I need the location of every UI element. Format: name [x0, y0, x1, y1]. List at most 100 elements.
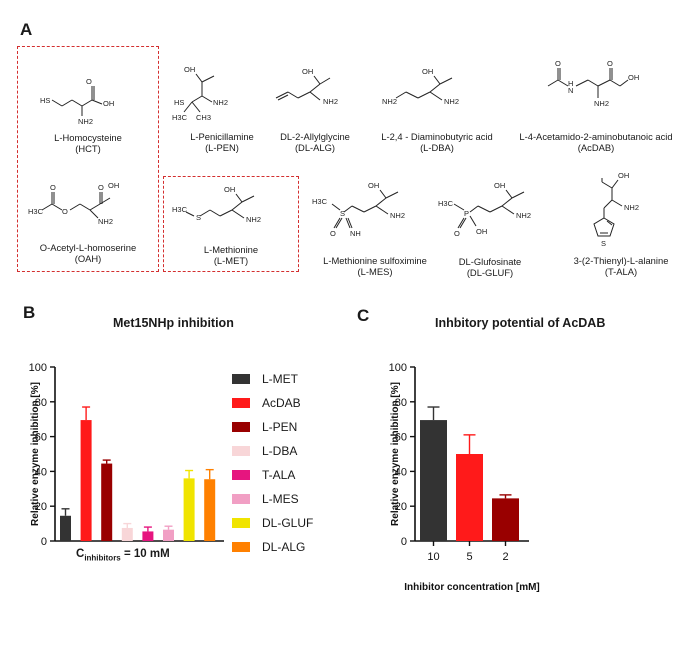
- legend-label: T-ALA: [262, 468, 296, 482]
- y-tick-label: 60: [35, 432, 47, 444]
- bar-dl-gluf: [183, 478, 195, 541]
- y-tick-label: 80: [395, 397, 407, 409]
- legend-label: L-PEN: [262, 420, 298, 434]
- structure-dba: OH NH2 NH2: [382, 67, 459, 106]
- svg-text:NH: NH: [350, 229, 361, 238]
- legend-label: L-MES: [262, 492, 299, 506]
- legend-item-dl-alg: DL-ALG: [232, 535, 313, 559]
- compound-name-alg: DL-2-Allylglycine(DL-ALG): [280, 131, 350, 153]
- svg-text:O: O: [607, 59, 613, 68]
- svg-text:NH2: NH2: [78, 117, 93, 126]
- svg-text:OH: OH: [302, 67, 313, 76]
- svg-text:NH2: NH2: [323, 97, 338, 106]
- y-tick-label: 40: [395, 466, 407, 478]
- legend-label: L-DBA: [262, 444, 298, 458]
- svg-text:O: O: [86, 77, 92, 86]
- compound-name-acdab: L-4-Acetamido-2-aminobutanoic acid(AcDAB…: [519, 131, 673, 153]
- compound-name-oah: O-Acetyl-L-homoserine(OAH): [39, 242, 137, 264]
- svg-text:NH2: NH2: [246, 215, 261, 224]
- svg-text:P: P: [464, 209, 469, 218]
- compound-name-met: L-Methionine(L-MET): [203, 244, 259, 266]
- structure-met: OH NH2 S H3C: [172, 185, 261, 224]
- x-tick-label: 2: [502, 551, 508, 563]
- bar-t-ala: [142, 531, 154, 541]
- legend-item-acdab: AcDAB: [232, 391, 313, 415]
- svg-text:NH2: NH2: [98, 217, 113, 226]
- svg-text:H3C: H3C: [172, 205, 188, 214]
- y-tick-label: 20: [35, 501, 47, 513]
- y-axis-title: Relative enzyme inhibition [%]: [30, 382, 41, 526]
- svg-text:OH: OH: [494, 181, 505, 190]
- legend-swatch: [232, 518, 250, 528]
- structure-tala: OH NH2 S: [593, 171, 639, 248]
- svg-text:OH: OH: [184, 65, 195, 74]
- bar-10: [420, 420, 447, 541]
- svg-text:N: N: [568, 86, 573, 95]
- svg-text:OH: OH: [628, 73, 639, 82]
- compound-name-gluf: DL-Glufosinate(DL-GLUF): [458, 256, 522, 278]
- svg-text:OH: OH: [422, 67, 433, 76]
- structure-acdab: O HN O OH NH2: [547, 59, 639, 108]
- svg-text:OH: OH: [224, 185, 235, 194]
- bar-2: [492, 498, 519, 541]
- y-tick-label: 80: [35, 397, 47, 409]
- svg-text:NH2: NH2: [594, 99, 609, 108]
- legend-swatch: [232, 398, 250, 408]
- legend-item-l-met: L-MET: [232, 367, 313, 391]
- y-tick-label: 100: [389, 362, 407, 374]
- svg-text:S: S: [601, 239, 606, 248]
- panel-c-label: C: [357, 306, 370, 325]
- bar-l-pen: [101, 463, 113, 541]
- structure-hct: HS O OH NH2: [40, 77, 114, 126]
- svg-text:O: O: [330, 229, 336, 238]
- bar-5: [456, 454, 483, 541]
- svg-text:HS: HS: [40, 96, 50, 105]
- svg-text:O: O: [555, 59, 561, 68]
- structure-gluf: OH NH2 P H3C O OH: [438, 181, 531, 238]
- compound-name-tala: 3-(2-Thienyl)-L-alanine(T-ALA): [573, 255, 669, 277]
- chart-b-condition-label: Cinhibitors = 10 mM: [76, 548, 170, 563]
- svg-text:CH3: CH3: [196, 113, 211, 122]
- svg-text:O: O: [50, 183, 56, 192]
- bar-acdab: [80, 420, 92, 541]
- structure-oah: H3C O O O OH NH2: [28, 181, 119, 226]
- svg-text:OH: OH: [618, 171, 629, 180]
- x-tick-label: 5: [466, 551, 472, 563]
- x-tick-label: 10: [427, 551, 439, 563]
- y-tick-label: 0: [401, 536, 407, 548]
- svg-text:NH2: NH2: [516, 211, 531, 220]
- legend-swatch: [232, 446, 250, 456]
- svg-text:OH: OH: [108, 181, 119, 190]
- compound-name-dba: L-2,4 - Diaminobutyric acid(L-DBA): [381, 131, 493, 153]
- panel-b-label: B: [23, 303, 36, 322]
- bar-l-mes: [163, 529, 174, 541]
- legend-item-t-ala: T-ALA: [232, 463, 313, 487]
- svg-text:O: O: [62, 207, 68, 216]
- highlight-box-methionine: [163, 176, 299, 272]
- svg-text:S: S: [196, 213, 201, 222]
- svg-text:NH2: NH2: [390, 211, 405, 220]
- legend-swatch: [232, 494, 250, 504]
- legend-item-l-pen: L-PEN: [232, 415, 313, 439]
- svg-text:O: O: [454, 229, 460, 238]
- chart-b-legend: L-MET AcDAB L-PEN L-DBA T-ALA L-MES DL-GLUF DL-…: [232, 367, 313, 559]
- svg-text:NH2: NH2: [444, 97, 459, 106]
- y-tick-label: 60: [395, 432, 407, 444]
- svg-text:H3C: H3C: [438, 199, 454, 208]
- y-tick-label: 20: [395, 501, 407, 513]
- svg-text:H3C: H3C: [312, 197, 328, 206]
- bar-l-dba: [121, 527, 133, 541]
- legend-label: DL-GLUF: [262, 516, 314, 530]
- svg-text:H3C: H3C: [28, 207, 44, 216]
- y-tick-label: 0: [41, 536, 47, 548]
- compound-name-mes: L-Methionine sulfoximine(L-MES): [323, 255, 427, 277]
- legend-label: DL-ALG: [262, 540, 306, 554]
- legend-item-l-mes: L-MES: [232, 487, 313, 511]
- svg-text:NH2: NH2: [382, 97, 397, 106]
- legend-label: L-MET: [262, 372, 298, 386]
- bar-l-met: [60, 515, 71, 541]
- chart-c-title: Inhbitory potential of AcDAB: [435, 316, 606, 330]
- legend-swatch: [232, 470, 250, 480]
